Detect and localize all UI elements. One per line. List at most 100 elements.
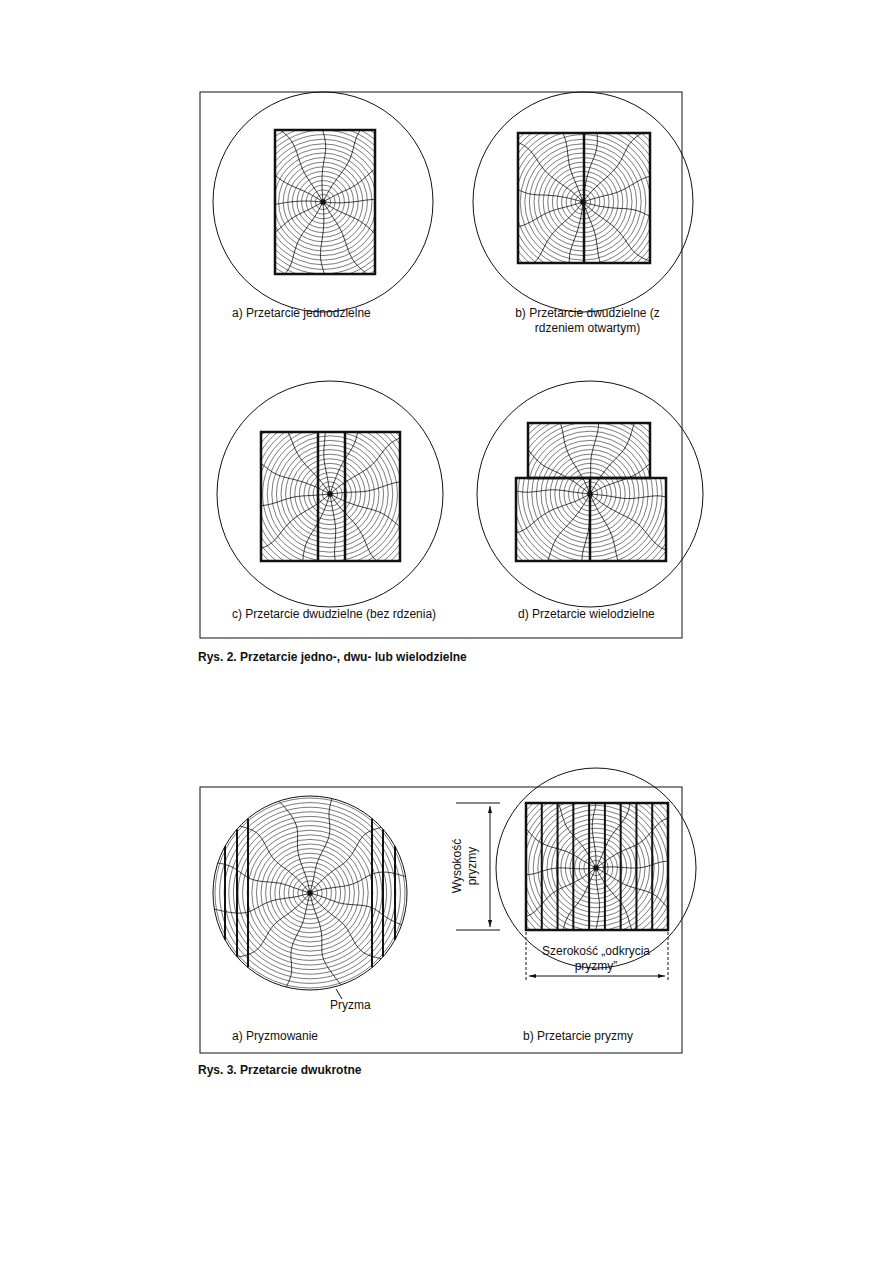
wood-ray bbox=[556, 202, 583, 263]
wood-ray bbox=[526, 868, 596, 918]
growth-ring bbox=[518, 133, 650, 263]
wood-ray bbox=[533, 396, 590, 494]
dimension-line bbox=[490, 806, 491, 927]
wood-ray bbox=[494, 434, 590, 494]
wood-ray bbox=[485, 494, 590, 535]
pith bbox=[328, 492, 333, 497]
cut-line bbox=[382, 829, 384, 957]
log-outlines bbox=[213, 92, 703, 990]
figure-caption: Rys. 2. Przetarcie jedno-, dwu- lub wiel… bbox=[198, 650, 648, 665]
growth-ring bbox=[229, 812, 391, 974]
growth-rings bbox=[261, 432, 400, 561]
wood-ray bbox=[275, 198, 323, 207]
wood-ray bbox=[275, 202, 323, 274]
growth-ring bbox=[490, 394, 689, 593]
growth-ring bbox=[215, 798, 405, 988]
wood-ray bbox=[279, 801, 310, 893]
wood-ray bbox=[590, 452, 695, 494]
pith bbox=[308, 891, 313, 896]
wood-ray bbox=[583, 133, 650, 202]
cut-line bbox=[604, 803, 606, 930]
wood-ray bbox=[214, 893, 310, 913]
cut-line bbox=[651, 803, 653, 930]
growth-ring bbox=[518, 133, 650, 263]
wood-ray bbox=[330, 494, 400, 534]
growth-ring bbox=[500, 404, 681, 585]
wood-ray bbox=[261, 494, 330, 555]
wood-ray bbox=[281, 494, 330, 561]
growth-rings bbox=[214, 798, 405, 988]
wood-ray bbox=[261, 432, 330, 494]
wood-ray bbox=[286, 893, 310, 987]
growth-ring bbox=[256, 839, 363, 946]
growth-ring bbox=[570, 842, 622, 894]
cut-line bbox=[572, 803, 574, 930]
growth-ring bbox=[290, 454, 370, 534]
growth-ring bbox=[224, 807, 396, 979]
growth-ring bbox=[302, 885, 317, 900]
growth-ring bbox=[299, 463, 360, 524]
figure-frame bbox=[200, 787, 682, 1053]
wood-ray bbox=[518, 202, 583, 233]
growth-ring bbox=[263, 432, 398, 561]
pith bbox=[321, 200, 326, 205]
wood-ray bbox=[526, 865, 596, 875]
wood-ray bbox=[310, 893, 381, 959]
wood-ray bbox=[275, 155, 323, 202]
wood-ray bbox=[319, 130, 326, 202]
growth-ring bbox=[306, 185, 340, 219]
beam bbox=[516, 478, 666, 561]
cut-line bbox=[583, 133, 586, 263]
growth-ring bbox=[513, 417, 666, 570]
cut-line bbox=[344, 432, 347, 561]
wood-ray bbox=[596, 803, 638, 868]
growth-rings bbox=[526, 803, 668, 930]
wood-ray bbox=[330, 432, 377, 494]
growth-ring bbox=[272, 436, 388, 552]
wood-ray bbox=[518, 180, 583, 202]
cut-line bbox=[589, 478, 592, 561]
growth-ring bbox=[238, 821, 382, 965]
extension-line bbox=[668, 932, 669, 981]
wood-ray bbox=[310, 799, 332, 893]
wood-ray bbox=[596, 861, 668, 871]
figure-label: c) Przetarcie dwudzielne (bez rdzenia) bbox=[232, 607, 482, 622]
wood-ray bbox=[526, 819, 596, 868]
figure-label: a) Przetarcie jednodzielne bbox=[232, 306, 432, 321]
growth-ring bbox=[233, 816, 386, 969]
growth-ring bbox=[518, 422, 662, 566]
cut-line bbox=[635, 803, 637, 930]
wood-ray bbox=[522, 494, 590, 584]
growth-ring bbox=[529, 803, 664, 930]
growth-ring bbox=[486, 390, 694, 598]
wood-ray bbox=[590, 494, 702, 509]
growth-ring bbox=[518, 133, 650, 263]
log-outline bbox=[217, 381, 443, 607]
growth-ring bbox=[281, 445, 379, 543]
wood-ray bbox=[318, 202, 327, 274]
beam bbox=[275, 130, 375, 274]
wood-ray bbox=[539, 803, 596, 868]
growth-ring bbox=[320, 199, 326, 205]
growth-ring bbox=[220, 803, 401, 984]
wood-ray bbox=[310, 893, 341, 985]
growth-ring bbox=[523, 427, 658, 562]
cut-line bbox=[394, 846, 396, 939]
leader-line bbox=[336, 989, 342, 999]
side-boards bbox=[225, 818, 395, 967]
wood-ray bbox=[543, 133, 583, 202]
wood-ray bbox=[330, 494, 400, 561]
cut-line bbox=[557, 803, 559, 930]
figure-label: b) Przetarcie dwudzielne (z rdzeniem otw… bbox=[505, 306, 670, 336]
wood-ray bbox=[261, 453, 330, 494]
wood-ray bbox=[323, 153, 375, 202]
dimension-label: Szerokość „odkrycia pryzmy” bbox=[537, 944, 655, 974]
growth-ring bbox=[297, 176, 349, 228]
growth-ring bbox=[518, 133, 650, 263]
wood-ray bbox=[583, 202, 650, 263]
beam bbox=[518, 133, 650, 263]
growth-ring bbox=[318, 482, 342, 506]
wood-ray bbox=[261, 494, 330, 506]
